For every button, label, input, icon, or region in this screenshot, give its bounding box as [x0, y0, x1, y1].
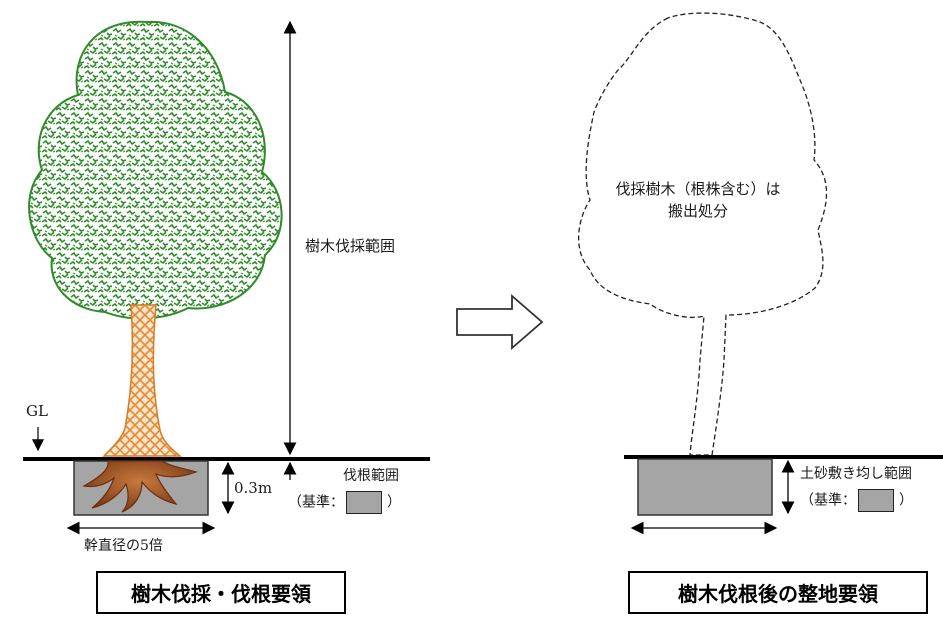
- legend-prefix: （基準：: [288, 494, 344, 511]
- fill-range-legend: （基準： ）: [800, 489, 913, 512]
- tree-felling-range-label: 樹木伐採範囲: [305, 237, 396, 255]
- gl-label: GL: [26, 402, 48, 420]
- legend-suffix: ）: [899, 492, 913, 509]
- width-label: 幹直径の5倍: [84, 538, 163, 554]
- root-stump: [82, 460, 198, 513]
- right-title: 樹木伐根後の整地要領: [628, 571, 928, 614]
- removed-tree-outline: [578, 12, 828, 456]
- removal-note-line1: 伐採樹木（根株含む）は: [615, 180, 781, 198]
- legend-swatch: [858, 489, 894, 512]
- fill-range-label: 土砂敷き均し範囲: [800, 466, 912, 482]
- root-depth-label: 0.3m: [234, 479, 273, 497]
- fill-area: [637, 458, 773, 516]
- legend-prefix: （基準：: [800, 492, 856, 509]
- tree-trunk: [102, 304, 183, 457]
- hollow-right-arrow-icon: [456, 294, 544, 350]
- removal-note-line2: 搬出処分: [667, 202, 728, 220]
- root-range-legend: （基準： ）: [288, 491, 401, 514]
- legend-swatch: [346, 491, 382, 514]
- left-title: 樹木伐採・伐根要領: [96, 571, 346, 614]
- root-range-label: 伐根範囲: [343, 468, 399, 484]
- legend-suffix: ）: [387, 494, 401, 511]
- tree-foliage: [28, 20, 283, 320]
